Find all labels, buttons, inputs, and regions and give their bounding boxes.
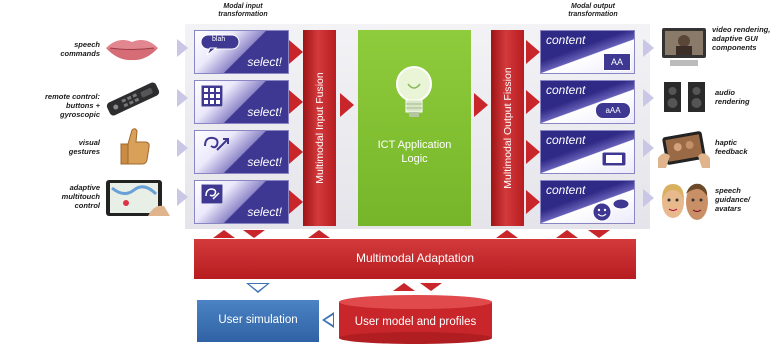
profile-up-arrow [393,283,415,291]
application-logic-label: ICT Application Logic [377,139,452,165]
content-label-4: content [546,183,586,197]
user-model-label: User model and profiles [354,316,477,328]
output-box-audio: content aAA [540,80,635,124]
output-label-haptic: haptic feedback [715,138,748,156]
input-label-speech: speech commands [60,40,100,58]
arrow-into-fusion-3 [289,140,303,164]
remote-control-icon [104,82,162,116]
adapt-up-arrow-4 [556,230,578,238]
haptic-device-icon [601,151,627,167]
input-box-speech: blah select! [194,30,289,74]
select-label-1: select! [247,55,282,69]
adapt-up-arrow-2 [308,230,330,238]
output-arrow-1 [643,39,654,57]
arrow-into-fusion-4 [289,190,303,214]
input-fusion-label: Multimodal Input Fusion [313,72,326,184]
select-label-2: select! [247,105,282,119]
thumbs-up-icon [118,126,152,166]
adaptation-label: Multimodal Adaptation [355,251,475,265]
gesture-swirl-icon [201,134,231,156]
select-label-3: select! [247,155,282,169]
input-box-gestures: select! [194,130,289,174]
content-label-2: content [546,83,586,97]
arrow-from-fission-2 [526,90,540,114]
arrow-into-fusion-2 [289,90,303,114]
content-label-3: content [546,133,586,147]
input-label-multitouch: adaptive multitouch control [61,183,100,210]
input-box-remote: select! [194,80,289,124]
input-arrow-1 [177,39,188,57]
profile-down-arrow [420,283,442,291]
user-model-cylinder: User model and profiles [338,294,493,344]
output-label-audio: audio rendering [715,88,750,106]
input-box-multitouch: select! [194,180,289,224]
output-label-avatars: speech guidance/ avatars [715,186,751,213]
avatars-icon [660,180,710,224]
lightbulb-icon [392,62,436,128]
speech-bubble-text: blah [212,36,226,43]
output-fission-bar: Multimodal Output Fission [491,30,524,226]
output-transformation-header: Modal output transformation [568,3,618,18]
content-label-1: content [546,33,586,47]
select-label-4: select! [247,205,282,219]
input-fusion-bar: Multimodal Input Fusion [303,30,336,226]
adapt-up-arrow-3 [496,230,518,238]
adapt-up-arrow-1 [213,230,235,238]
output-arrow-2 [643,89,654,107]
touch-gesture-icon [200,183,224,205]
keypad-icon [200,84,224,108]
lips-icon [104,34,160,62]
speech-bubble-icon [200,34,240,56]
arrow-out-of-logic [474,93,488,117]
adapt-down-arrow-2 [588,230,610,238]
adaptation-bar: Multimodal Adaptation [194,239,636,279]
tablet-hands-icon [658,128,710,168]
audio-bubble-badge: aAA [595,102,631,119]
arrow-into-fusion-1 [289,40,303,64]
arrow-from-fission-3 [526,140,540,164]
input-arrow-4 [177,188,188,206]
input-label-remote: remote control: buttons + gyroscopic [44,92,100,119]
input-arrow-3 [177,139,188,157]
output-arrow-4 [643,189,654,207]
arrow-from-fission-1 [526,40,540,64]
adapt-down-arrow-1 [243,230,265,238]
input-arrow-2 [177,89,188,107]
arrow-from-fission-4 [526,190,540,214]
speakers-icon [662,80,708,114]
tablet-icon [104,178,172,218]
sim-down-arrow-inner [249,284,267,291]
output-label-video: video rendering, adaptive GUI components [712,25,771,52]
output-box-avatars: content [540,180,635,224]
user-simulation-box: User simulation [197,300,319,342]
text-size-badge: AA [603,53,631,71]
input-label-gestures: visual gestures [68,138,100,156]
tv-icon [660,26,708,68]
smiley-icon [591,197,631,223]
input-transformation-header: Modal input transformation [218,3,268,18]
output-box-haptic: content [540,130,635,174]
output-box-video: content AA [540,30,635,74]
model-to-sim-arrow-inner [325,315,333,325]
user-simulation-label: User simulation [218,314,298,326]
output-arrow-3 [643,139,654,157]
application-logic-box: ICT Application Logic [358,30,471,226]
output-fission-label: Multimodal Output Fission [501,67,514,189]
arrow-into-logic [340,93,354,117]
